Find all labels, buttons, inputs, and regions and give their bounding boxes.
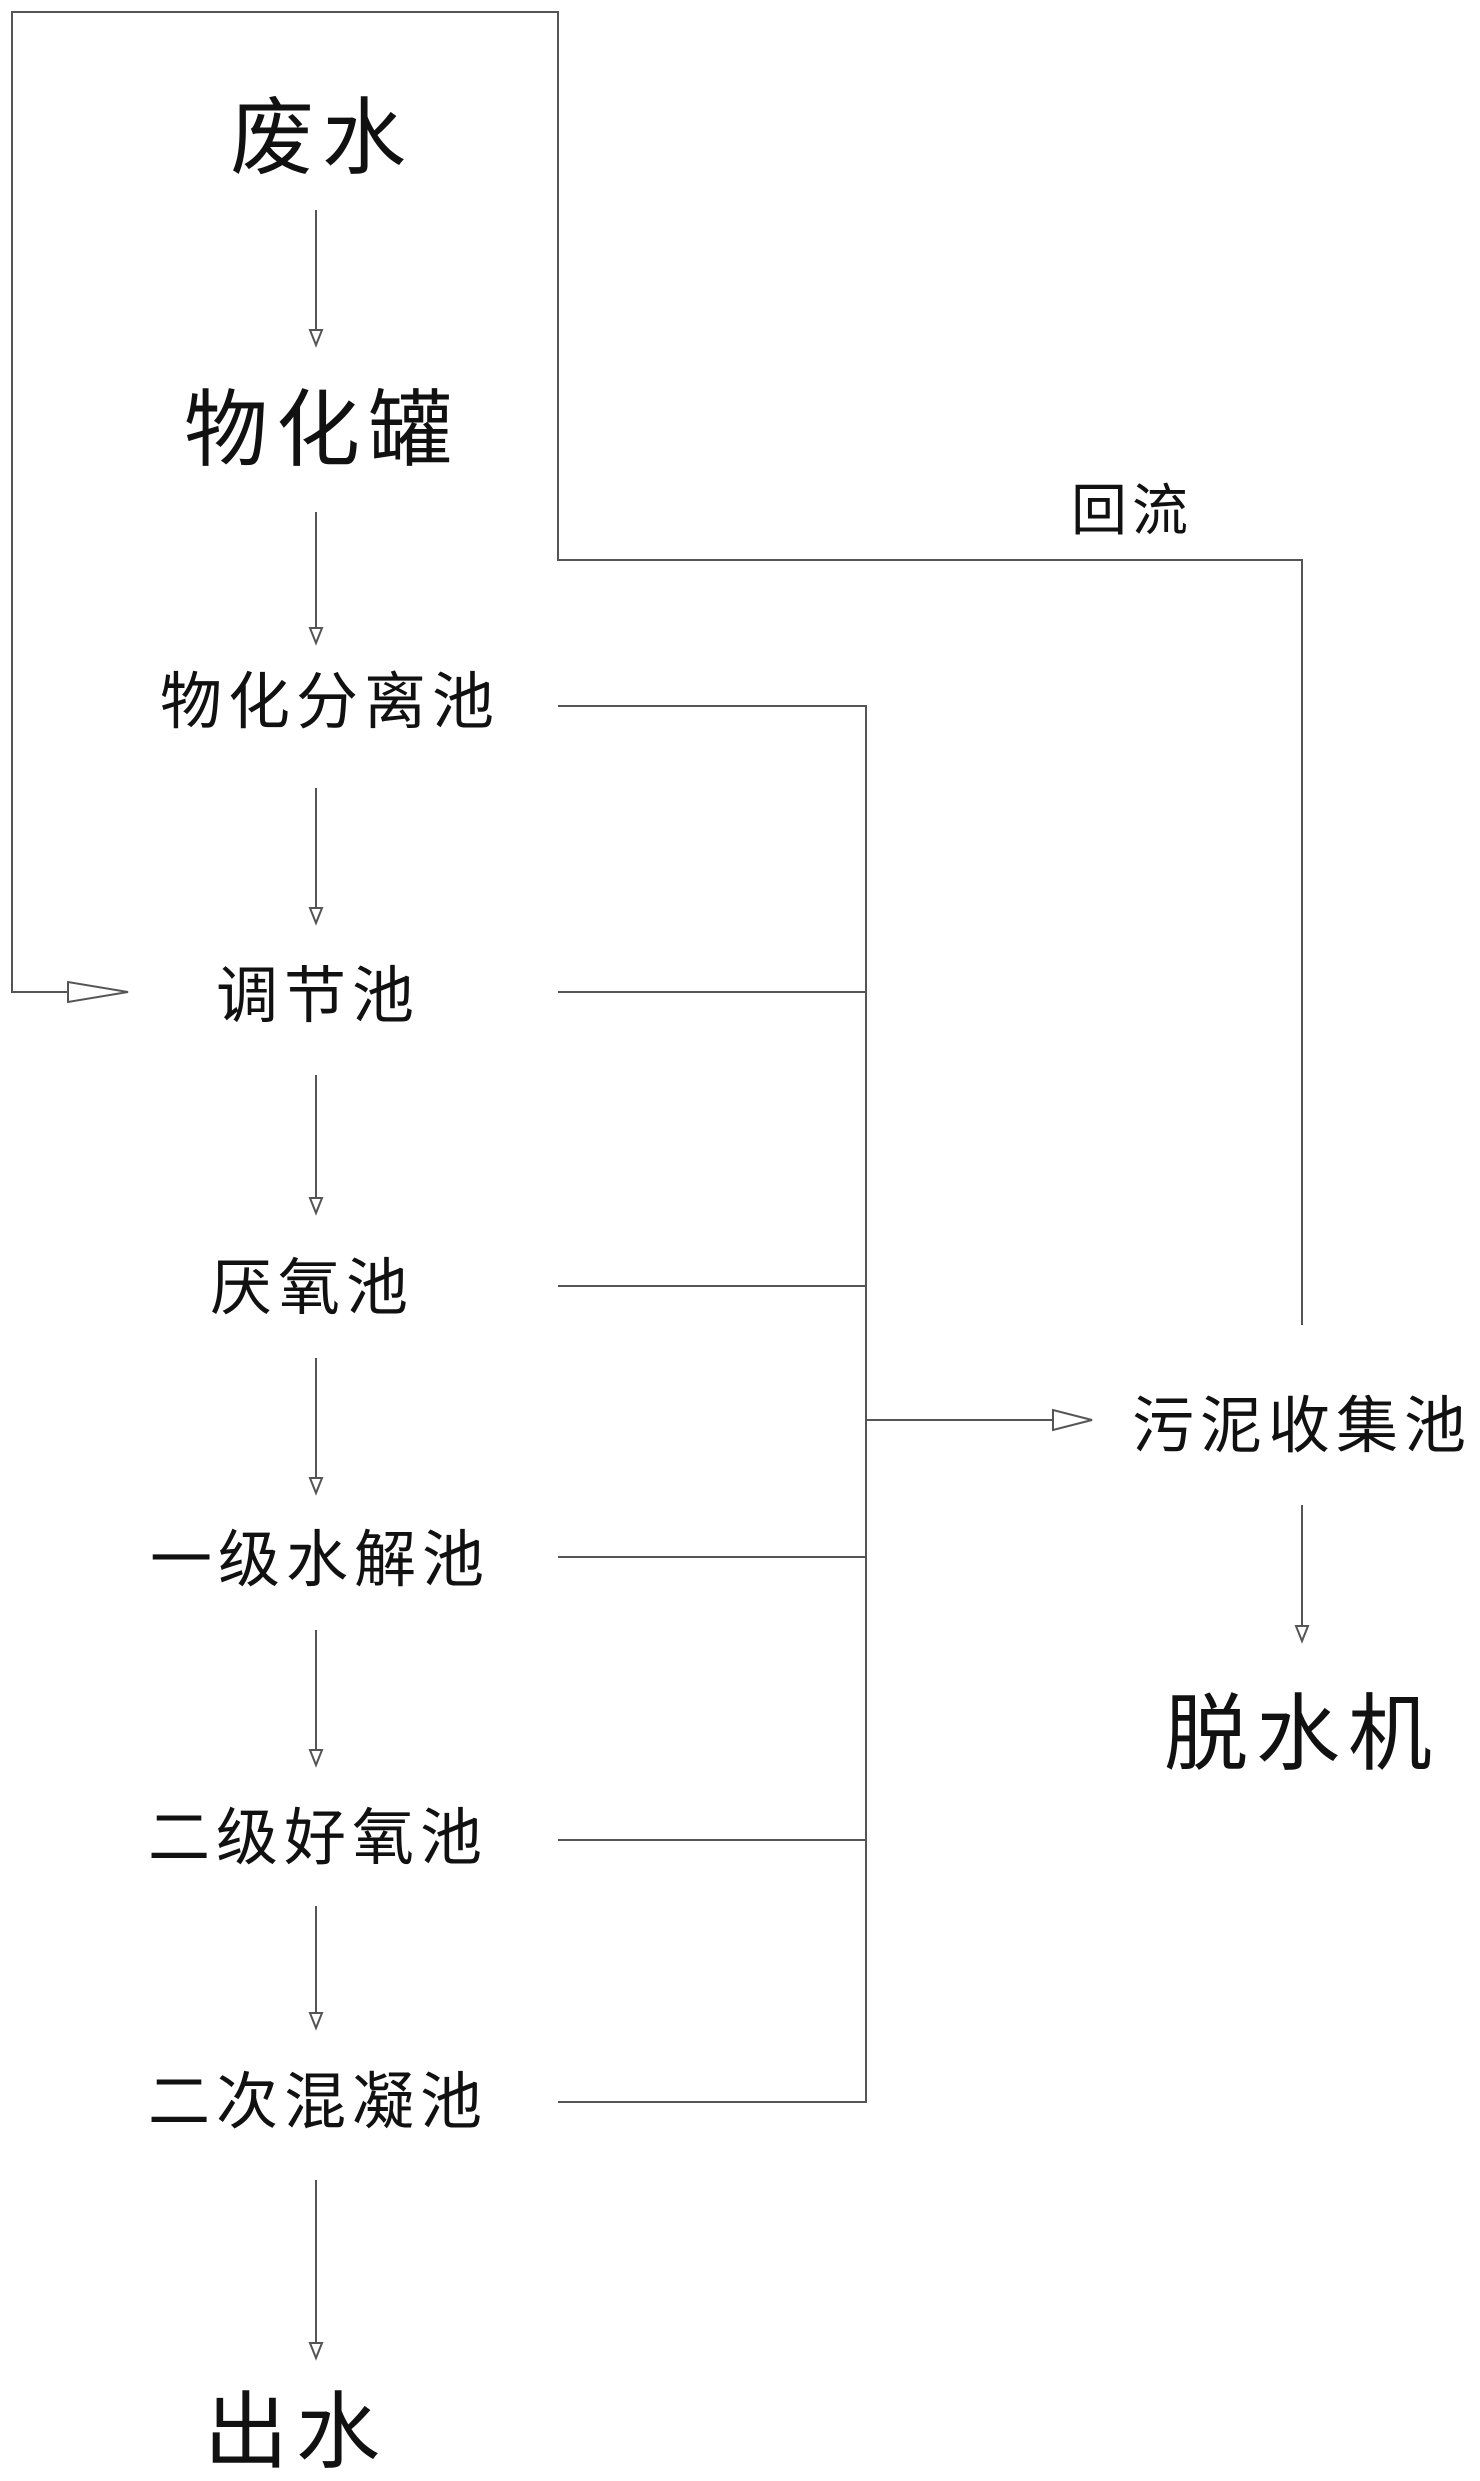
- node-effluent: 出水: [203, 2383, 389, 2481]
- arrow-equalization-to-anaerobic: [308, 1075, 324, 1216]
- arrow-tank-to-separation: [308, 512, 324, 646]
- arrow-coagulation-to-effluent: [308, 2180, 324, 2361]
- arrow-wastewater-to-tank: [308, 210, 324, 348]
- node-wastewater: 废水: [229, 89, 415, 187]
- node-hydrolysis-1: 一级水解池: [149, 1523, 491, 1596]
- sludge-branches: [558, 705, 1093, 2103]
- node-equalization: 调节池: [215, 959, 421, 1032]
- node-physchem-tank: 物化罐: [183, 381, 461, 479]
- node-coagulation-2: 二次混凝池: [147, 2065, 489, 2138]
- reflux-arrow-head: [67, 980, 129, 1004]
- main-flow-arrows: [308, 210, 324, 2361]
- node-aerobic-2: 二级好氧池: [147, 1801, 489, 1874]
- node-physchem-separation: 物化分离池: [159, 665, 501, 738]
- arrow-aerobic-to-coagulation: [308, 1906, 324, 2031]
- sludge-arrow-head: [1052, 1408, 1093, 1432]
- arrow-hydrolysis-to-aerobic: [308, 1630, 324, 1768]
- reflux-label: 回流: [1071, 479, 1193, 544]
- arrow-sludge-to-dewatering: [1294, 1505, 1310, 1644]
- reflux-loop: [11, 11, 1303, 1325]
- arrow-separation-to-equalization: [308, 788, 324, 926]
- node-dewatering: 脱水机: [1163, 1685, 1441, 1783]
- node-sludge-collection: 污泥收集池: [1131, 1389, 1473, 1462]
- node-anaerobic: 厌氧池: [209, 1251, 415, 1324]
- arrow-anaerobic-to-hydrolysis: [308, 1358, 324, 1496]
